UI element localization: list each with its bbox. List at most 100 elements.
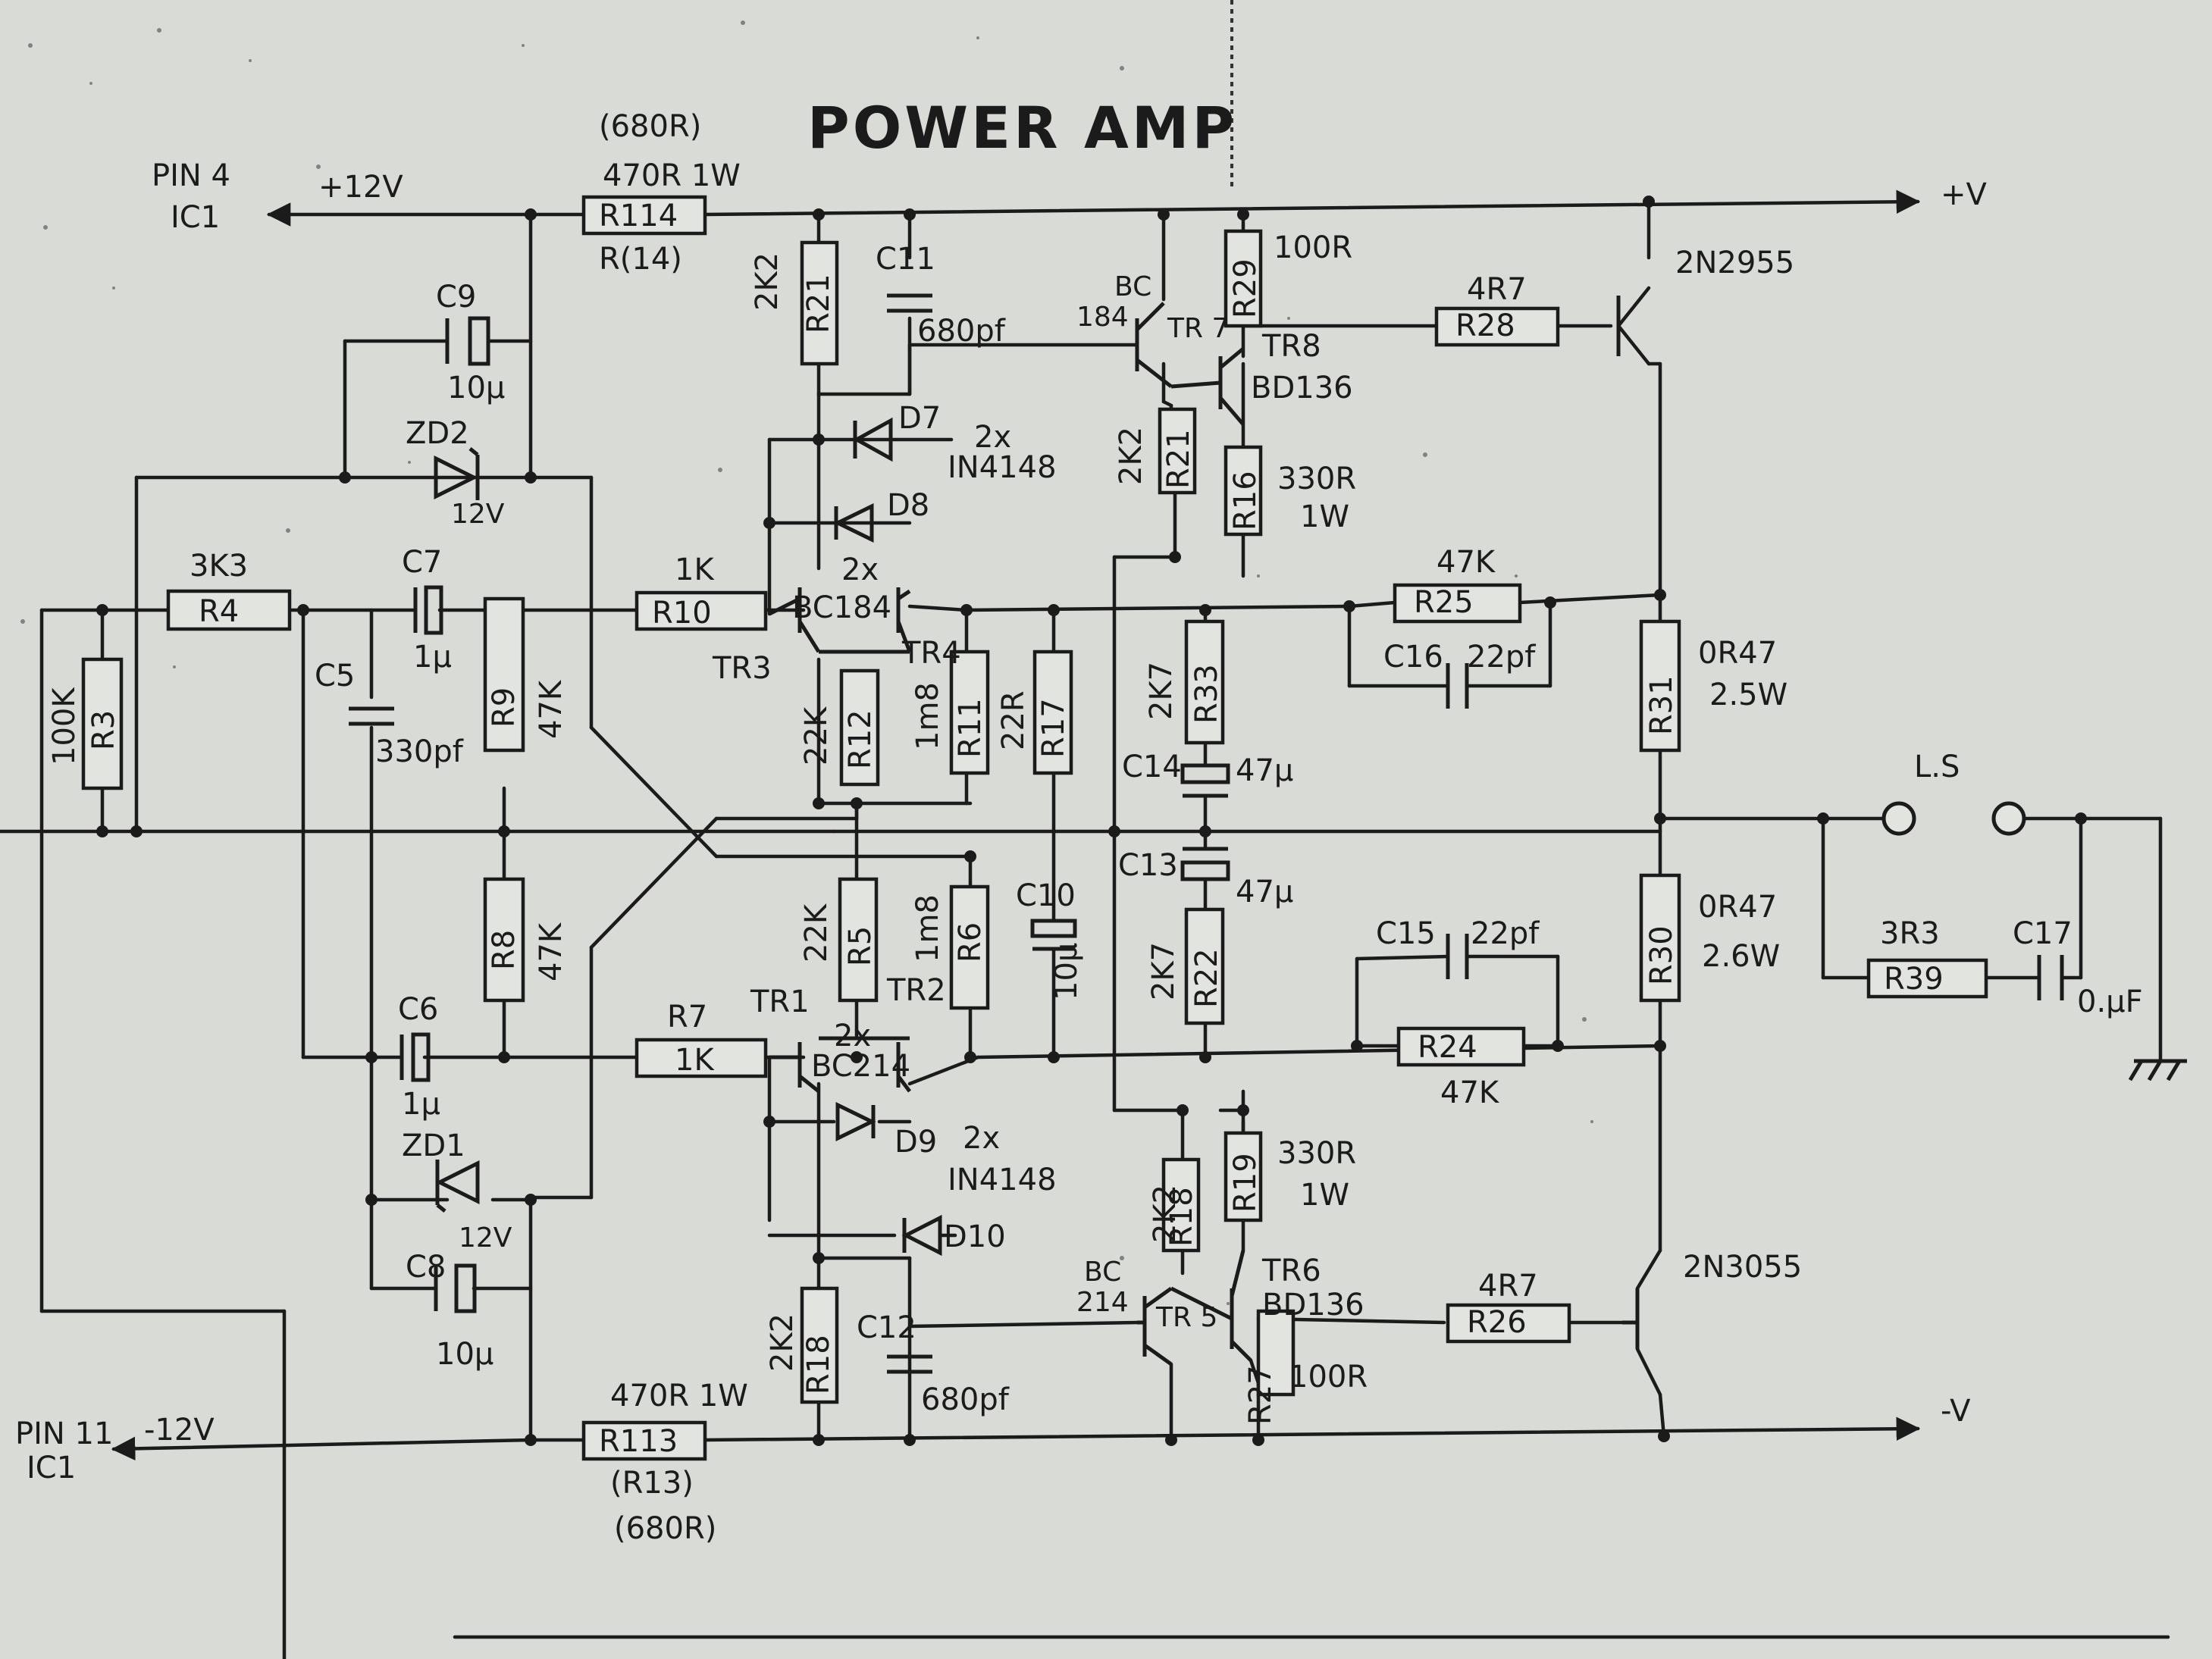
zd1-name: ZD1 xyxy=(402,1128,465,1163)
c6-name: C6 xyxy=(398,992,438,1027)
speaker-label: L.S xyxy=(1914,750,1960,784)
r11-value: 1m8 xyxy=(910,682,945,750)
r16-value: 330R xyxy=(1277,462,1356,496)
c13-name: C13 xyxy=(1118,848,1178,883)
tr6-name: TR6 xyxy=(1261,1254,1321,1288)
r27-value: 100R xyxy=(1289,1360,1368,1394)
tr3-label: TR3 xyxy=(712,651,772,686)
d8-label: D8 xyxy=(887,488,929,523)
r18b-name: R18 xyxy=(1164,1187,1199,1247)
schematic-labels: POWER AMP PIN 4 IC1 +12V +V PIN 11 IC1 -… xyxy=(15,94,2143,1546)
diode-pair-top-count: 2x xyxy=(974,420,1011,455)
r9-name: R9 xyxy=(487,687,522,728)
c7-value: 1µ xyxy=(413,640,452,675)
r28-name: R28 xyxy=(1455,308,1515,343)
diode-symbols xyxy=(434,417,942,1257)
r28-value: 4R7 xyxy=(1467,272,1527,307)
r39-name: R39 xyxy=(1884,962,1944,997)
r26-value: 4R7 xyxy=(1478,1269,1538,1304)
r19-name: R19 xyxy=(1228,1153,1263,1213)
r114-value: 470R 1W xyxy=(603,158,741,193)
tr7-type-b: 184 xyxy=(1076,302,1129,333)
r21a-name: R21 xyxy=(801,274,836,333)
c15-value: 22pf xyxy=(1471,916,1540,951)
r24-value: 47K xyxy=(1440,1075,1500,1110)
r19-rating: 1W xyxy=(1300,1178,1349,1213)
diode-pair-bot-count: 2x xyxy=(963,1121,1000,1156)
c10-value: 10µ xyxy=(1049,943,1084,1000)
schematic-title: POWER AMP xyxy=(807,94,1237,161)
r5-value: 22K xyxy=(799,903,834,963)
q-top-label: 2N2955 xyxy=(1675,246,1794,280)
tr8-type: BD136 xyxy=(1251,371,1353,405)
r10-value: 1K xyxy=(675,552,715,587)
r3-value: 100K xyxy=(47,687,82,765)
q-bot-label: 2N3055 xyxy=(1683,1250,1802,1285)
r22-name: R22 xyxy=(1189,948,1224,1008)
ic1-top-label: IC1 xyxy=(171,200,220,235)
ic1-bottom-label: IC1 xyxy=(27,1451,76,1485)
zd2-name: ZD2 xyxy=(406,416,469,451)
tr-pair-top-type: BC184 xyxy=(792,590,891,625)
c17-name: C17 xyxy=(2013,916,2073,951)
tr-pair-top-count: 2x xyxy=(841,552,879,587)
tr1-label: TR1 xyxy=(750,984,810,1019)
c7-name: C7 xyxy=(402,545,442,580)
r3-name: R3 xyxy=(86,710,121,750)
c13-value: 47µ xyxy=(1236,875,1293,909)
tr2-label: TR2 xyxy=(886,973,946,1008)
r9-value: 47K xyxy=(534,679,569,739)
tr-pair-bot-count: 2x xyxy=(834,1019,871,1053)
zd2-value: 12V xyxy=(451,499,505,530)
capacitor-plates xyxy=(349,293,2064,1374)
r7-name: R7 xyxy=(667,1000,707,1035)
r24-name: R24 xyxy=(1418,1030,1477,1065)
r4-name: R4 xyxy=(199,594,239,629)
c12-value: 680pf xyxy=(921,1382,1010,1417)
photocopy-noise xyxy=(20,20,1593,1305)
r25-name: R25 xyxy=(1414,585,1474,620)
tr7-type-a: BC xyxy=(1114,271,1151,302)
pin11-label: PIN 11 xyxy=(15,1416,113,1451)
c14-value: 47µ xyxy=(1236,753,1293,788)
r29-value: 100R xyxy=(1274,230,1352,265)
d10-label: D10 xyxy=(944,1219,1006,1254)
c8-value: 10µ xyxy=(436,1337,493,1372)
r31-name: R31 xyxy=(1644,675,1679,735)
d9-label: D9 xyxy=(895,1125,937,1160)
r39-value: 3R3 xyxy=(1880,916,1940,951)
r114-alt: (680R) xyxy=(599,109,701,144)
c8-name: C8 xyxy=(406,1250,446,1285)
c15-name: C15 xyxy=(1376,916,1436,951)
c11-name: C11 xyxy=(876,242,935,277)
c11-value: 680pf xyxy=(917,314,1006,349)
tr5-type-a: BC xyxy=(1084,1257,1121,1288)
neg-supply-label: -12V xyxy=(144,1413,215,1448)
r29-name: R29 xyxy=(1228,258,1263,318)
r18a-name: R18 xyxy=(801,1335,836,1394)
r21b-value: 2K2 xyxy=(1114,427,1148,485)
c9-value: 10µ xyxy=(447,371,505,405)
r12-name: R12 xyxy=(843,709,878,769)
r113-note: (R13) xyxy=(610,1466,694,1501)
resistor-bodies xyxy=(81,195,1988,1461)
pin4-label: PIN 4 xyxy=(152,158,230,193)
tr6-type: BD136 xyxy=(1262,1288,1364,1323)
r113-alt: (680R) xyxy=(614,1511,716,1546)
c5-value: 330pf xyxy=(375,734,464,769)
pos-supply-label: +12V xyxy=(318,170,403,205)
neg-rail-label: -V xyxy=(1941,1394,1971,1429)
r10-name: R10 xyxy=(652,596,712,631)
c14-name: C14 xyxy=(1122,750,1182,784)
diode-pair-top-type: IN4148 xyxy=(948,450,1057,485)
r5-name: R5 xyxy=(843,926,878,966)
r6-value: 1m8 xyxy=(910,894,945,963)
r30-rating: 2.6W xyxy=(1702,939,1780,974)
r18a-value: 2K2 xyxy=(765,1313,800,1372)
r17-name: R17 xyxy=(1036,698,1071,758)
r33-value: 2K7 xyxy=(1144,662,1179,720)
r27-name: R27 xyxy=(1243,1365,1278,1425)
r30-name: R30 xyxy=(1644,925,1679,985)
